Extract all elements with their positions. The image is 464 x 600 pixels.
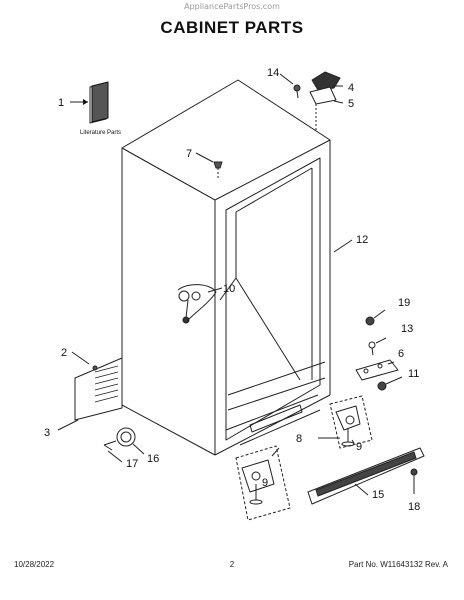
callout-5: 5 [348,98,354,110]
callout-19: 19 [398,297,410,309]
callout-17: 17 [126,458,138,470]
watermark: AppliancePartsPros.com [184,2,280,11]
cabinet-body [121,79,331,456]
callout-8: 8 [296,433,302,445]
callout-16: 16 [147,453,159,465]
callout-18: 18 [408,501,420,513]
rear-wheel [103,427,145,463]
callout-9-right: 9 [356,441,362,453]
callout-4: 4 [348,82,354,94]
callout-14: 14 [267,67,279,79]
top-hinge [279,71,344,130]
footer-date: 10/28/2022 [14,560,55,569]
rear-cover [57,351,123,431]
callout-7: 7 [186,148,192,160]
water-fitting [177,284,223,324]
callout-2: 2 [61,347,67,359]
leveling-leg-left [235,445,291,521]
literature-parts-booklet [70,81,109,124]
literature-label: Literature Parts [80,130,121,136]
callout-11: 11 [408,368,419,380]
toe-grille [307,447,425,505]
grille-screw [410,468,418,494]
leveling-leg-right [318,395,373,449]
callout-10: 10 [223,283,235,295]
callout-12: 12 [356,234,368,246]
callout-6: 6 [398,348,404,360]
bottom-hinge-hardware [355,309,403,391]
footer-part-number: Part No. W11643132 Rev. A [348,560,448,569]
callout-1: 1 [58,97,64,109]
callout-3: 3 [44,427,50,439]
callout-15: 15 [372,489,384,501]
leader-12 [333,239,353,253]
callout-9-left: 9 [262,477,268,489]
top-screw [195,152,223,178]
page-title: CABINET PARTS [160,18,304,37]
footer-page-number: 2 [229,560,235,569]
callout-13: 13 [401,323,413,335]
